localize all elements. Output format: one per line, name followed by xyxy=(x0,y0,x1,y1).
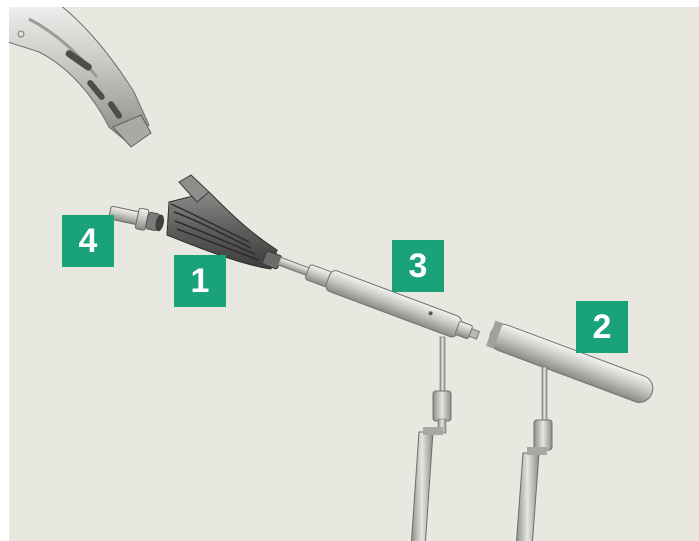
surgical-instrument-illustration xyxy=(9,7,699,541)
label-badge-1: 1 xyxy=(174,255,226,307)
protective-tube-icon xyxy=(486,321,657,407)
guide-rod-icon xyxy=(411,337,451,541)
connector-adapter-icon xyxy=(108,202,166,234)
guide-rod-icon xyxy=(516,367,552,541)
cup-impactor-handle-icon xyxy=(9,7,151,147)
label-badge-2: 2 xyxy=(576,301,628,353)
figure-background: 4 1 3 2 xyxy=(9,7,699,541)
label-badge-3: 3 xyxy=(392,240,444,292)
label-badge-4: 4 xyxy=(62,215,114,267)
inserter-shaft-icon xyxy=(275,251,481,346)
